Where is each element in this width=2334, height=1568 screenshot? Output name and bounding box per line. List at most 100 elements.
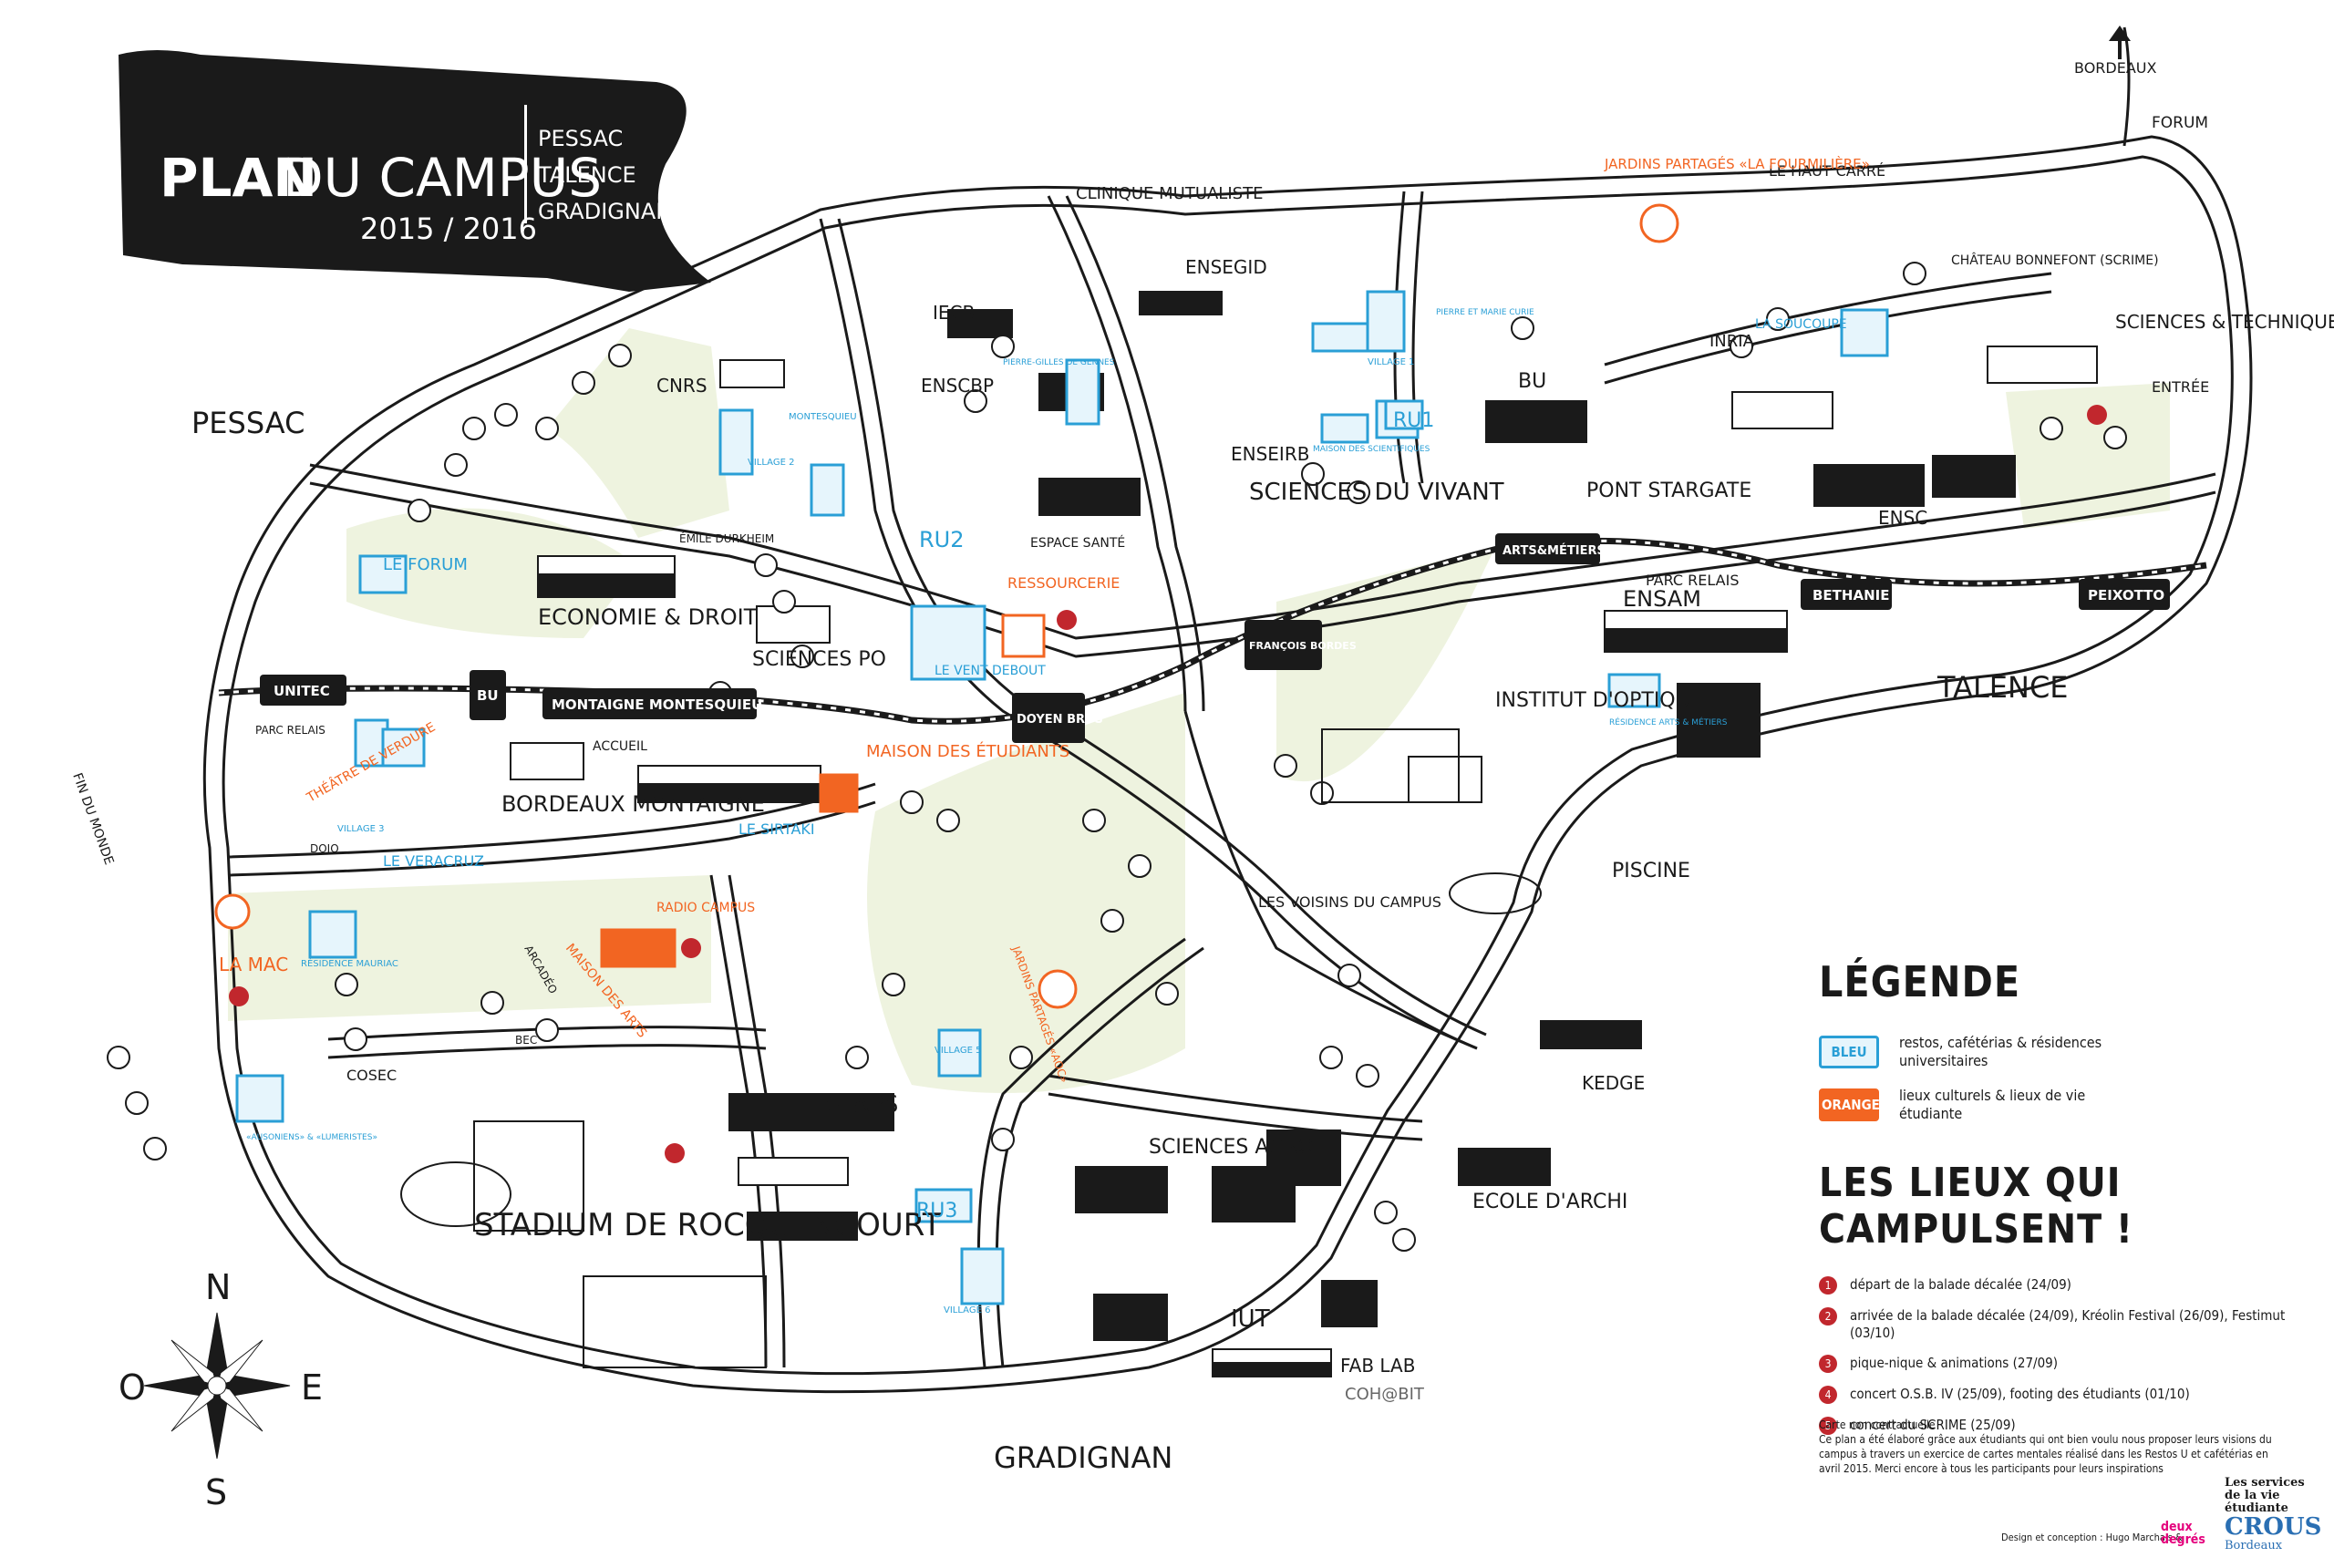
map-label: ACCUEIL — [593, 739, 647, 754]
compass-o: O — [119, 1367, 146, 1408]
map-label: BU — [1518, 370, 1546, 393]
event-item: 1 départ de la balade décalée (24/09) — [1819, 1276, 2311, 1295]
map-label: ENSCBP — [921, 375, 994, 397]
title-gradignan: GRADIGNAN — [538, 199, 672, 224]
map-label: BU — [477, 687, 499, 704]
map-label: PEIXOTTO — [2088, 587, 2164, 603]
event-text: concert du SCRIME (25/09) — [1850, 1417, 2016, 1433]
map-label: BORDEAUX MONTAIGNE — [501, 791, 765, 817]
map-label: PIERRE-GILLES DE GENNES — [1003, 358, 1115, 367]
map-label: LA SOUCOUPE — [1755, 317, 1847, 332]
title-text: PLAN DU CAMPUS 2015 / 2016 PESSAC TALENC… — [160, 126, 672, 246]
legend-title: LÉGENDE — [1819, 957, 2021, 1006]
map-label: LE VERACRUZ — [383, 852, 484, 870]
station-arts-metiers: ARTS&MÉTIERS — [1495, 533, 1606, 564]
event-number: 1 — [1819, 1276, 1837, 1295]
campulsent-title: LES LIEUX QUI CAMPULSENT ! — [1819, 1160, 2133, 1253]
title-talence: TALENCE — [537, 162, 636, 188]
map-label: RU2 — [919, 527, 965, 552]
compass-e: E — [301, 1367, 323, 1408]
tram-stations: UNITEC BU MONTAIGNE MONTESQUIEU DOYEN BR… — [260, 533, 2170, 743]
orange-places — [214, 203, 1679, 1009]
station-francois-bordes: FRANÇOIS BORDES — [1244, 620, 1357, 670]
crous-tagline: Les services de la vie étudiante — [2225, 1476, 2305, 1515]
legend-desc-orange: lieux culturels & lieux de vie étudiante — [1899, 1087, 2086, 1122]
title-plan: PLAN — [160, 147, 317, 209]
map-label: ARTS&MÉTIERS — [1503, 543, 1606, 558]
deux-degres-logo: deux degrés — [2161, 1520, 2205, 1547]
compass-s: S — [205, 1472, 227, 1512]
map-label: INRIA — [1709, 332, 1755, 351]
map-label: IUT — [1231, 1305, 1270, 1333]
note-heading: Carte non contractuelle — [1819, 1418, 1936, 1431]
label-forum: FORUM — [2152, 114, 2208, 132]
buildings — [510, 291, 2098, 1377]
title-banner — [119, 50, 711, 292]
map-label: JARDINS PARTAGÉS «LA FOURMILIÈRE» — [1604, 155, 1870, 172]
station-montaigne: MONTAIGNE MONTESQUIEU — [542, 688, 762, 719]
map-label: ENSAM — [1623, 586, 1701, 612]
label-pessac: PESSAC — [191, 406, 305, 440]
bordeaux-arrow — [2109, 26, 2131, 59]
title-campus: DU CAMPUS — [283, 147, 602, 209]
map-label: CNRS — [656, 375, 707, 397]
map-label: «AUSONIENS» & «LUMERISTES» — [246, 1133, 377, 1142]
crous-city: Bordeaux — [2225, 1539, 2283, 1553]
map-label: INSTITUT D'OPTIQUE — [1495, 689, 1703, 712]
legend-desc-blue: restos, cafétérias & résidences universi… — [1899, 1034, 2102, 1069]
map-label: SCIENCES AGRO — [1149, 1136, 1314, 1159]
map-label: BEC — [515, 1034, 537, 1047]
map-label: BETHANIE — [1812, 587, 1889, 603]
map-label: ENSEGID — [1185, 256, 1267, 278]
station-unitec: UNITEC — [260, 675, 346, 706]
legend-panel: LÉGENDE BLEU restos, cafétérias & réside… — [1819, 957, 2311, 1448]
map-label: ECOLE D'ARCHI — [1472, 1191, 1627, 1213]
map-label: LA MAC — [219, 954, 288, 975]
crous-name: CROUS — [2225, 1513, 2322, 1541]
map-label: STADIUM DE ROCQUENCOURT — [474, 1207, 942, 1243]
note-body: Ce plan a été élaboré grâce aux étudiant… — [1819, 1433, 2272, 1475]
legend-item-blue: BLEU restos, cafétérias & résidences uni… — [1819, 1034, 2311, 1070]
event-number: 4 — [1819, 1386, 1837, 1404]
map-label: SCIENCES & TECHNIQUES — [2115, 311, 2334, 333]
map-label: RÉSIDENCE MAURIAC — [301, 957, 398, 969]
legend-item-orange: ORANGE lieux culturels & lieux de vie ét… — [1819, 1087, 2311, 1123]
map-label: DOJO — [310, 842, 339, 855]
map-label: CLINIQUE MUTUALISTE — [1076, 184, 1263, 203]
legend-chip-blue: BLEU — [1819, 1036, 1879, 1068]
map-label: VILLAGE 6 — [944, 1305, 990, 1315]
map-label: STAPS — [825, 1091, 898, 1119]
map-label: MAISON DES SCIENTIFIQUES — [1313, 445, 1430, 454]
map-label: SCIENCES PO — [752, 648, 886, 671]
map-label: FAB LAB — [1340, 1355, 1415, 1377]
map-label: RADIO CAMPUS — [656, 901, 755, 915]
station-peixotto: PEIXOTTO — [2079, 579, 2170, 610]
map-label: VILLAGE 1 — [1368, 357, 1414, 367]
map-label: ENSEIRB — [1231, 443, 1309, 465]
map-label: MONTESQUIEU — [789, 412, 857, 422]
map-label: COSEC — [346, 1067, 397, 1084]
map-label: ECONOMIE & DROIT — [538, 604, 758, 630]
map-label: CHÂTEAU BONNEFONT (SCRIME) — [1951, 252, 2159, 268]
event-markers — [229, 405, 2107, 1163]
map-label: LE SIRTAKI — [738, 820, 815, 838]
event-text: départ de la balade décalée (24/09) — [1850, 1276, 2071, 1293]
title-year: 2015 / 2016 — [360, 211, 537, 246]
map-label: ENSC — [1878, 507, 1927, 529]
map-label: ENTRÉE — [2152, 378, 2209, 396]
place-labels-blue: RU1 RU2 RU3 LE FORUM LE VERACRUZ LE SIRT… — [246, 308, 1847, 1315]
map-label: LE VENT DEBOUT — [935, 664, 1046, 678]
map-label: PARC RELAIS — [1646, 572, 1739, 589]
label-talence: TALENCE — [1936, 670, 2069, 705]
design-credits: Design et conception : Hugo Marchais & — [2001, 1532, 2183, 1543]
legend-chip-orange: ORANGE — [1819, 1088, 1880, 1121]
map-label: COH@BIT — [1345, 1385, 1425, 1404]
map-label: IECB — [933, 302, 975, 324]
map-label: MONTAIGNE MONTESQUIEU — [552, 696, 762, 713]
compass-n: N — [205, 1267, 231, 1307]
map-label: VILLAGE 5 — [935, 1046, 981, 1056]
